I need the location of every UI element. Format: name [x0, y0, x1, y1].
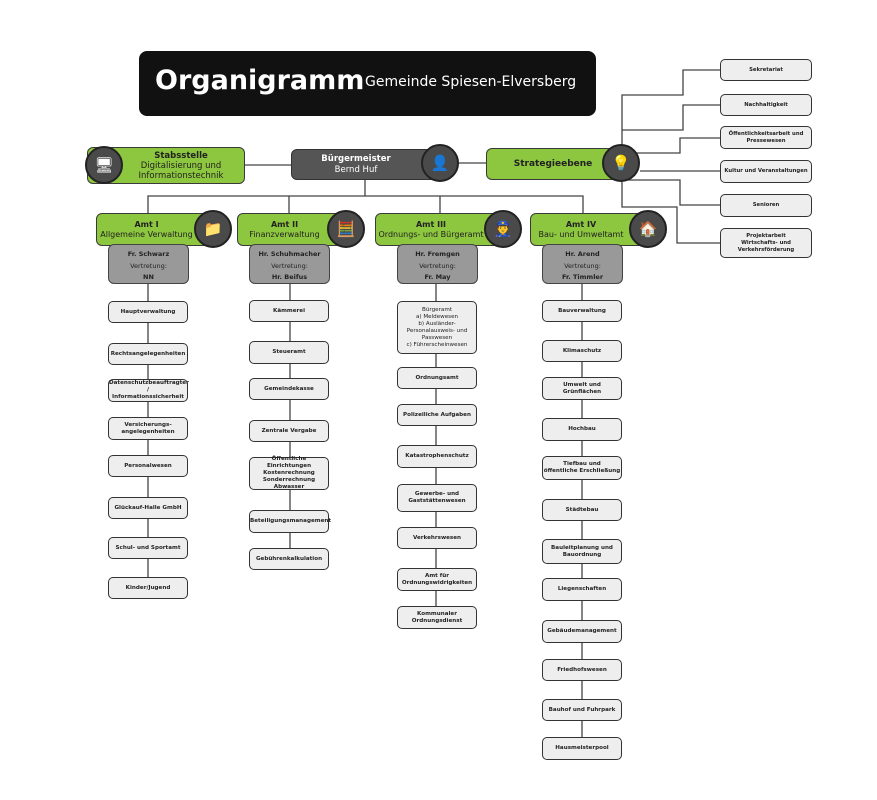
- strategie-item: Sekretariat: [720, 59, 812, 81]
- unit-box: Bauhof und Fuhrpark: [542, 699, 622, 721]
- amt-subtitle: Ordnungs- und Bürgeramt: [378, 229, 484, 239]
- strategie-item: Öffentlichkeitsarbeit und Pressewesen: [720, 126, 812, 149]
- deputy-label: Vertretung:: [271, 262, 308, 270]
- unit-box: Liegenschaften: [542, 578, 622, 601]
- lightbulb-icon: 💡: [602, 144, 640, 182]
- deputy-label: Vertretung:: [130, 262, 167, 270]
- unit-box: Amt für Ordnungswidrigkeiten: [397, 568, 477, 591]
- unit-box: Versicherungs- angelegenheiten: [108, 417, 188, 440]
- calculator-icon: 🧮: [327, 210, 365, 248]
- unit-box: Steueramt: [249, 341, 329, 364]
- amt-subtitle: Bau- und Umweltamt: [538, 229, 624, 239]
- title-banner: Organigramm Gemeinde Spiesen-Elversberg: [139, 51, 596, 116]
- unit-box: Kämmerei: [249, 300, 329, 322]
- page-subtitle: Gemeinde Spiesen-Elversberg: [365, 74, 577, 90]
- stabsstelle-title: Stabsstelle: [154, 150, 208, 161]
- amt-title: Amt II: [270, 219, 299, 229]
- unit-box: Glückauf-Halle GmbH: [108, 497, 188, 519]
- strategie-item: Nachhaltigkeit: [720, 94, 812, 116]
- amt-head: Hr. Arend: [565, 250, 600, 258]
- page-title: Organigramm: [155, 65, 365, 96]
- businessman-icon: 👤: [421, 144, 459, 182]
- house-plant-icon: 🏠: [629, 210, 667, 248]
- unit-box: Beteiligungsmanagement: [249, 510, 331, 533]
- amt-deputy: NN: [143, 273, 154, 281]
- unit-box: Hauptverwaltung: [108, 301, 188, 323]
- unit-box: Polizeiliche Aufgaben: [397, 404, 477, 426]
- deputy-label: Vertretung:: [419, 262, 456, 270]
- stabsstelle-line1: Digitalisierung und: [140, 160, 222, 171]
- strategie-title: Strategieebene: [513, 159, 593, 169]
- strategie-item: Projektarbeit Wirtschafts- und Verkehrsf…: [720, 228, 812, 258]
- unit-box: Hochbau: [542, 418, 622, 441]
- unit-box: Städtebau: [542, 499, 622, 521]
- connector-sekretariat: [621, 69, 720, 145]
- unit-box: Zentrale Vergabe: [249, 420, 329, 442]
- unit-box: Gewerbe- und Gaststättenwesen: [397, 484, 477, 512]
- amt-head: Hr. Schuhmacher: [258, 250, 321, 258]
- computer-gears-icon: 🖥: [85, 146, 123, 184]
- unit-box: Hausmeisterpool: [542, 737, 622, 760]
- amt-head: Fr. Schwarz: [127, 250, 170, 258]
- folder-icon: 📁: [194, 210, 232, 248]
- officer-icon: 👮: [484, 210, 522, 248]
- stabsstelle-line2: Informationstechnik: [138, 170, 224, 181]
- buergermeister-name: Bernd Huf: [334, 164, 378, 175]
- buergermeister-box: Bürgermeister Bernd Huf: [291, 149, 445, 180]
- unit-box: Datenschutzbeauftragter / Informationssi…: [108, 379, 189, 402]
- unit-box: Bauverwaltung: [542, 300, 622, 322]
- buergermeister-title: Bürgermeister: [321, 153, 391, 164]
- unit-box: Öffentliche Einrichtungen Kostenrechnung…: [249, 456, 329, 490]
- amt-head: Hr. Fremgen: [415, 250, 460, 258]
- unit-box: Gemeindekasse: [249, 378, 329, 400]
- amt-title: Amt I: [134, 219, 159, 229]
- unit-box: Bürgeramt a) Meldewesen b) Ausländer- Pe…: [397, 301, 477, 354]
- unit-box: Rechtsangelegenheiten: [108, 343, 188, 365]
- amt-subtitle: Finanzverwaltung: [249, 229, 320, 239]
- amt-title: Amt III: [415, 219, 447, 229]
- strategie-box: Strategieebene: [486, 148, 620, 180]
- deputy-label: Vertretung:: [564, 262, 601, 270]
- unit-box: Schul- und Sportamt: [108, 537, 188, 559]
- unit-box: Personalwesen: [108, 455, 188, 477]
- unit-box: Verkehrswesen: [397, 527, 477, 549]
- unit-box: Umwelt und Grünflächen: [542, 377, 622, 400]
- strategie-item: Kultur und Veranstaltungen: [720, 160, 812, 183]
- unit-box: Gebäudemanagement: [542, 620, 622, 643]
- unit-box: Ordnungsamt: [397, 367, 477, 389]
- connector-aemter: [147, 180, 584, 213]
- unit-box: Kommunaler Ordnungsdienst: [397, 606, 477, 629]
- amt-subtitle: Allgemeine Verwaltung: [100, 229, 193, 239]
- amt-deputy: Fr. Timmler: [561, 273, 604, 281]
- unit-box: Katastrophenschutz: [397, 445, 477, 468]
- amt-title: Amt IV: [565, 219, 597, 229]
- unit-box: Friedhofswesen: [542, 659, 622, 681]
- unit-box: Gebührenkalkulation: [249, 548, 329, 570]
- unit-box: Bauleitplanung und Bauordnung: [542, 539, 622, 564]
- strategie-item: Senioren: [720, 194, 812, 217]
- unit-box: Tiefbau und öffentliche Erschließung: [542, 456, 622, 480]
- unit-box: Klimaschutz: [542, 340, 622, 362]
- amt-deputy: Hr. Beifus: [271, 273, 308, 281]
- amt-deputy: Fr. May: [424, 273, 451, 281]
- unit-box: Kinder/Jugend: [108, 577, 188, 599]
